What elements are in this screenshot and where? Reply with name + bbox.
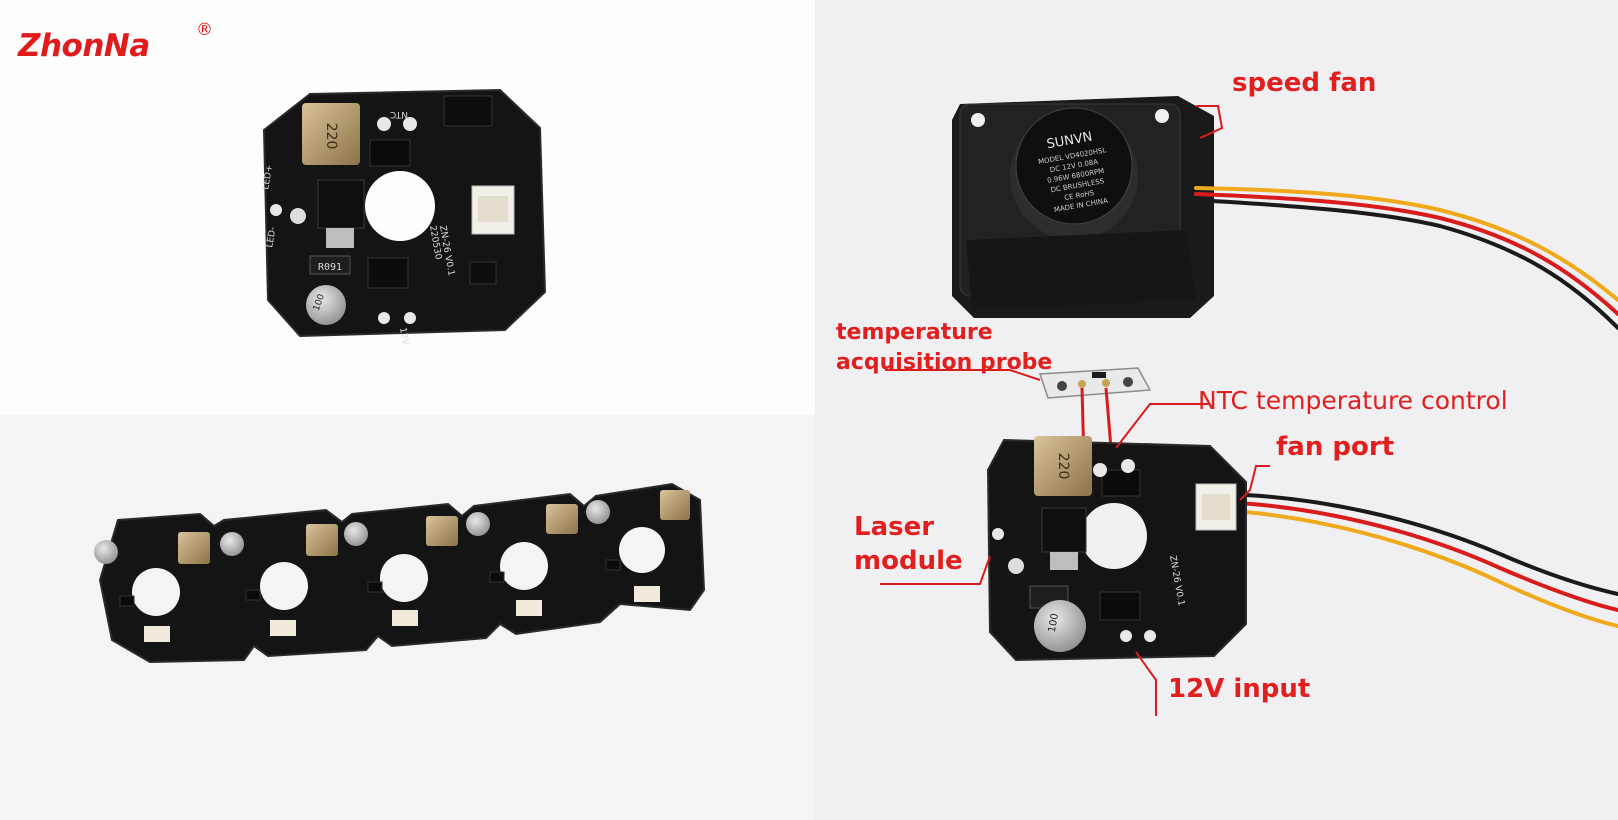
product-photo-right [815, 0, 1618, 820]
callout-speed-fan: speed fan [1232, 68, 1377, 98]
callout-lines [880, 105, 1270, 716]
electrolytic-capacitor [306, 285, 346, 325]
callout-fan-port: fan port [1276, 432, 1395, 462]
electrolytic-capacitor [1034, 600, 1086, 652]
driver-board-assembled: 220 100 ZN-26 V0.1 [986, 436, 1247, 662]
callout-laser-line1: Laser [854, 512, 935, 542]
svg-text:12V: 12V [397, 327, 410, 347]
svg-text:220: 220 [1055, 453, 1071, 480]
svg-text:R091: R091 [318, 262, 342, 273]
svg-text:220: 220 [323, 123, 339, 150]
temperature-probe [1038, 367, 1152, 399]
driver-board-main: 220 R091 100 ZN-26 V0.1 220530 12V LED+ … [261, 88, 547, 347]
svg-text:100: 100 [1047, 613, 1061, 634]
fan-wires [1194, 186, 1618, 628]
callout-laser-line2: module [854, 546, 963, 576]
callout-probe-line2: acquisition probe [836, 350, 1053, 375]
svg-text:LED-: LED- [265, 226, 278, 248]
registered-mark: ® [196, 20, 213, 40]
callout-probe-line1: temperature [836, 320, 993, 345]
driver-board-strip [94, 482, 706, 664]
cooling-fan: SUNVN MODEL VD4020HSL DC 12V 0.08A 0.96W… [952, 96, 1214, 318]
inductor [302, 103, 360, 165]
svg-text:NTC: NTC [390, 109, 408, 119]
svg-text:LED+: LED+ [261, 164, 275, 191]
callout-ntc: NTC temperature control [1198, 386, 1508, 415]
callout-12v-input: 12V input [1168, 674, 1311, 704]
brand-logo: ZhonNa [18, 28, 150, 64]
